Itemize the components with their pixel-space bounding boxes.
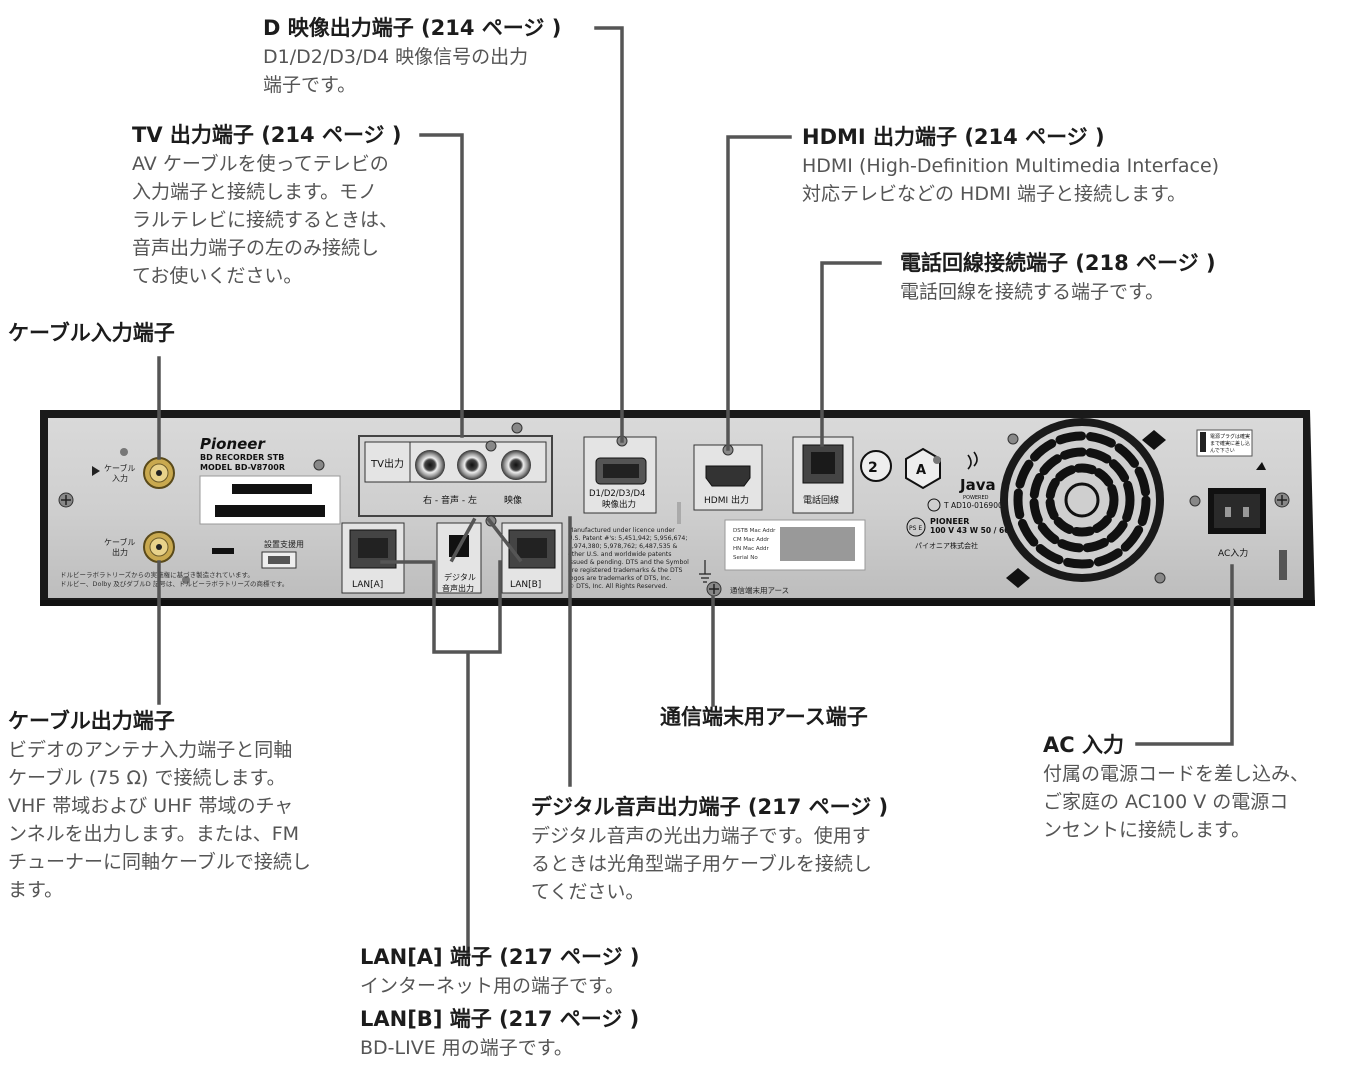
svg-text:D1/D2/D3/D4: D1/D2/D3/D4 <box>589 489 645 499</box>
hdmi-title: HDMI 出力端子 (214 ページ ) <box>802 125 1105 149</box>
svg-text:通信端末用アース: 通信端末用アース <box>730 585 789 595</box>
phone-desc: 電話回線を接続する端子です。 <box>900 281 1165 303</box>
hdmi-desc: HDMI (High-Definition Multimedia Interfa… <box>802 155 1220 205</box>
svg-text:© DTS, Inc. All Rights Reserve: © DTS, Inc. All Rights Reserved. <box>568 582 668 590</box>
svg-text:まで確実に差し込: まで確実に差し込 <box>1210 440 1250 447</box>
svg-text:映像: 映像 <box>504 494 522 506</box>
phone-title: 電話回線接続端子 (218 ページ ) <box>900 251 1216 275</box>
svg-text:TV出力: TV出力 <box>370 457 404 470</box>
svg-text:other U.S. and worldwide paten: other U.S. and worldwide patents <box>568 551 671 558</box>
callout-tv-out: TV 出力端子 (214 ページ ) AV ケーブルを使ってテレビの 入力端子と… <box>132 120 401 290</box>
callout-cable-out: ケーブル出力端子 ビデオのアンテナ入力端子と同軸 ケーブル (75 Ω) で接続… <box>8 706 311 904</box>
cable-in-connector <box>143 457 175 489</box>
callout-phone: 電話回線接続端子 (218 ページ ) 電話回線を接続する端子です。 <box>900 248 1216 306</box>
svg-text:パイオニア株式会社: パイオニア株式会社 <box>915 541 978 550</box>
cable-out-desc: ビデオのアンテナ入力端子と同軸 ケーブル (75 Ω) で接続します。 VHF … <box>8 739 311 901</box>
callout-cable-in: ケーブル入力端子 <box>8 318 175 348</box>
svg-text:Manufactured under licence und: Manufactured under licence under <box>568 527 675 534</box>
svg-text:100 V 43 W 50 / 60 Hz: 100 V 43 W 50 / 60 Hz <box>930 526 1023 535</box>
rca-left <box>457 450 487 480</box>
svg-text:んで下さい: んで下さい <box>1210 447 1235 454</box>
svg-text:LAN[A]: LAN[A] <box>352 580 383 590</box>
rca-video <box>501 450 531 480</box>
tv-out-title: TV 出力端子 (214 ページ ) <box>132 123 402 147</box>
svg-text:AC入力: AC入力 <box>1218 547 1248 559</box>
lan-b-title: LAN[B] 端子 (217 ページ ) <box>360 1007 640 1031</box>
ac-desc: 付属の電源コードを差し込み、 ご家庭の AC100 V の電源コ ンセントに接続… <box>1043 763 1310 841</box>
cooling-fan <box>1000 418 1164 582</box>
svg-text:デジタル: デジタル <box>444 572 476 582</box>
svg-text:5,974,380; 5,978,762; 6,487,53: 5,974,380; 5,978,762; 6,487,535 & <box>568 543 678 550</box>
callout-digital-audio: デジタル音声出力端子 (217 ページ ) デジタル音声の光出力端子です。使用す… <box>531 792 888 906</box>
lan-a-title: LAN[A] 端子 (217 ページ ) <box>360 945 640 969</box>
svg-text:logos are trademarks of DTS, I: logos are trademarks of DTS, Inc. <box>568 575 671 582</box>
rca-right <box>415 450 445 480</box>
svg-text:CM Mac Addr: CM Mac Addr <box>733 537 770 543</box>
svg-text:BD RECORDER STB: BD RECORDER STB <box>200 453 284 462</box>
svg-text:LAN[B]: LAN[B] <box>510 580 541 590</box>
svg-text:A: A <box>916 463 926 478</box>
svg-text:HDMI 出力: HDMI 出力 <box>704 494 749 506</box>
svg-text:ドルビーラボラトリーズからの実施権に基づき製造されています。: ドルビーラボラトリーズからの実施権に基づき製造されています。 <box>60 570 254 579</box>
digital-audio-title: デジタル音声出力端子 (217 ページ ) <box>531 795 889 819</box>
svg-text:ケーブル: ケーブル <box>104 463 136 473</box>
ground-title: 通信端末用アース端子 <box>660 705 868 729</box>
svg-text:映像出力: 映像出力 <box>602 499 636 510</box>
svg-text:PS E: PS E <box>909 525 922 532</box>
callout-d-video: D 映像出力端子 (214 ページ ) D1/D2/D3/D4 映像信号の出力 … <box>263 13 561 99</box>
tv-out-desc: AV ケーブルを使ってテレビの 入力端子と接続します。モノ ラルテレビに接続する… <box>132 153 399 287</box>
callout-lan: LAN[A] 端子 (217 ページ ) インターネット用の端子です。 LAN[… <box>360 942 640 1062</box>
lan-a-desc: インターネット用の端子です。 <box>360 975 625 997</box>
svg-text:音声出力: 音声出力 <box>442 583 474 593</box>
callout-ground: 通信端末用アース端子 <box>660 702 868 732</box>
d-video-desc: D1/D2/D3/D4 映像信号の出力 端子です。 <box>263 46 529 96</box>
svg-text:出力: 出力 <box>112 547 128 557</box>
svg-text:T AD10-0169001: T AD10-0169001 <box>943 501 1008 510</box>
screw-icon <box>1274 492 1290 508</box>
svg-text:PIONEER: PIONEER <box>930 517 969 526</box>
svg-text:入力: 入力 <box>112 473 128 483</box>
svg-text:HN Mac Addr: HN Mac Addr <box>733 546 770 552</box>
cable-out-title: ケーブル出力端子 <box>8 709 175 733</box>
callout-ac: AC 入力 付属の電源コードを差し込み、 ご家庭の AC100 V の電源コ ン… <box>1043 730 1309 844</box>
cable-out-connector <box>143 531 175 563</box>
svg-text:電話回線: 電話回線 <box>803 494 839 506</box>
ground-terminal <box>706 581 722 597</box>
svg-text:U.S. Patent #'s: 5,451,942; 5,: U.S. Patent #'s: 5,451,942; 5,956,674; <box>568 535 687 542</box>
svg-text:issued & pending. DTS and the: issued & pending. DTS and the Symbol <box>568 559 689 566</box>
brand-logo: Pioneer <box>200 435 266 453</box>
svg-text:設置支援用: 設置支援用 <box>264 539 304 549</box>
svg-text:2: 2 <box>868 460 878 476</box>
svg-text:MODEL BD-V8700R: MODEL BD-V8700R <box>200 463 285 472</box>
svg-text:電源プラグは確実: 電源プラグは確実 <box>1210 433 1250 440</box>
svg-text:Java: Java <box>959 476 996 494</box>
svg-text:DSTB Mac Addr: DSTB Mac Addr <box>733 528 776 534</box>
ac-title: AC 入力 <box>1043 733 1124 757</box>
svg-text:Serial No: Serial No <box>733 555 758 561</box>
d-video-title: D 映像出力端子 (214 ページ ) <box>263 16 562 40</box>
callout-hdmi: HDMI 出力端子 (214 ページ ) HDMI (High-Definiti… <box>802 122 1219 208</box>
screw-icon <box>58 492 74 508</box>
svg-text:ドルビー、Dolby 及びダブルD 記号は、ドルビーラボラト: ドルビー、Dolby 及びダブルD 記号は、ドルビーラボラトリーズの商標です。 <box>60 579 288 588</box>
svg-text:右 - 音声 - 左: 右 - 音声 - 左 <box>423 494 477 506</box>
lan-b-desc: BD-LIVE 用の端子です。 <box>360 1037 573 1059</box>
svg-text:are registered trademarks & th: are registered trademarks & the DTS <box>568 567 682 574</box>
cable-in-title: ケーブル入力端子 <box>8 321 175 345</box>
svg-text:ケーブル: ケーブル <box>104 537 136 547</box>
digital-audio-desc: デジタル音声の光出力端子です。使用す るときは光角型端子用ケーブルを接続し てく… <box>531 825 872 903</box>
svg-text:POWERED: POWERED <box>963 495 989 501</box>
